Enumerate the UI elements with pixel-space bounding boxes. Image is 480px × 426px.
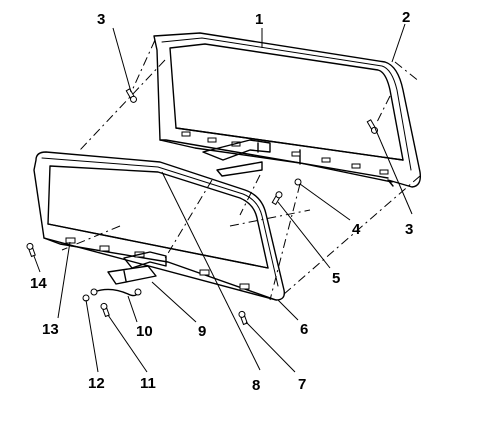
screw-5 — [271, 191, 283, 206]
rear-panel-assembly — [153, 32, 422, 188]
callout-10: 10 — [136, 323, 153, 340]
callout-13: 13 — [42, 321, 59, 338]
callout-labels: 1 2 3 3 4 5 6 7 8 9 10 11 12 13 14 — [30, 9, 413, 394]
callout-1: 1 — [255, 11, 263, 28]
callout-6: 6 — [300, 321, 308, 338]
callout-8: 8 — [252, 377, 260, 394]
front-panel-assembly — [33, 151, 286, 301]
screw-3-right — [366, 119, 378, 134]
screw-7 — [238, 310, 248, 326]
screw-3-upper-left — [125, 88, 137, 103]
front-panel-outer-frame — [33, 151, 286, 301]
rod-end-left — [90, 288, 98, 296]
rear-panel-latch — [216, 161, 263, 177]
front-panel-inner-lip — [41, 157, 279, 287]
rear-panel-center-bracket — [202, 139, 271, 161]
alignment-lines — [61, 39, 421, 301]
screw-14 — [26, 242, 36, 258]
latch-rod — [93, 288, 139, 297]
screw-11 — [100, 302, 110, 318]
callout-7: 7 — [298, 376, 306, 393]
callout-14: 14 — [30, 275, 47, 292]
screw-4 — [294, 178, 302, 186]
latch-plate — [107, 265, 157, 285]
callout-9: 9 — [198, 323, 206, 340]
leader-lines — [33, 23, 413, 373]
fasteners — [26, 88, 378, 326]
callout-5: 5 — [332, 270, 340, 287]
rod-end-right — [134, 288, 142, 296]
callout-2: 2 — [402, 9, 410, 26]
rear-panel-window-opening — [169, 43, 404, 161]
front-panel-window-opening — [47, 165, 269, 269]
callout-3-right: 3 — [405, 221, 413, 238]
callout-3-upper: 3 — [97, 11, 105, 28]
front-panel-lower-ledge — [43, 223, 277, 301]
latch-parts — [90, 265, 157, 297]
callout-4: 4 — [352, 221, 361, 238]
rear-panel-inner-lip — [161, 37, 412, 171]
callout-12: 12 — [88, 375, 105, 392]
callout-11: 11 — [140, 375, 156, 392]
